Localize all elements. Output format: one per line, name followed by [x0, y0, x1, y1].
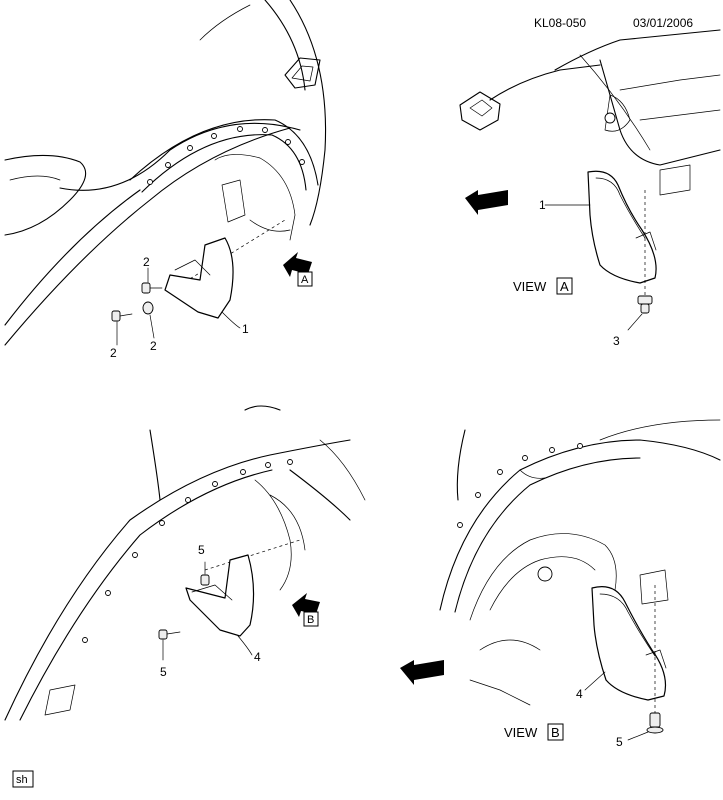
rear-flare-holes: [82, 459, 293, 643]
front-indicator-icon: FRT: [465, 190, 508, 215]
push-pin-3: [637, 295, 653, 314]
panel-view-b: FRT 4 5 VIEW B: [400, 419, 721, 749]
flare-holes: [147, 126, 305, 185]
mud-flap-view-a: [587, 170, 657, 284]
callout-2a: 2: [143, 255, 150, 269]
callout-4b: 4: [576, 687, 583, 701]
view-a-arrow-icon: A: [283, 252, 313, 287]
callout-4a: 4: [254, 650, 261, 664]
drawing-id: KL08-050: [534, 16, 586, 30]
callout-5c: 5: [616, 735, 623, 749]
view-a-arrow-letter: A: [301, 274, 309, 286]
view-b-letter: B: [551, 725, 560, 740]
view-b-label: VIEW: [504, 725, 538, 740]
callout-1b: 1: [539, 198, 546, 212]
panel-front-overview: 2 2 2 1 A: [4, 0, 327, 360]
mud-flap-view-b: [591, 586, 667, 701]
front-indicator-label: FRT: [479, 197, 498, 208]
drawing-date: 03/01/2006: [633, 16, 693, 30]
callout-2b: 2: [110, 346, 117, 360]
screw-fasteners-5: [158, 574, 210, 640]
callout-2c: 2: [150, 339, 157, 353]
callout-3: 3: [613, 334, 620, 348]
footer-tag-label: sh: [16, 774, 28, 786]
view-b-arrow-icon: B: [292, 593, 320, 627]
callout-1a: 1: [242, 322, 249, 336]
panel-rear-overview: 5 5 4 B: [4, 405, 366, 721]
view-a-letter: A: [560, 279, 569, 294]
screw-5-view-b: [646, 712, 664, 734]
mud-flap-front: [164, 237, 234, 319]
view-b-arrow-letter: B: [307, 614, 314, 626]
front-indicator-b-icon: FRT: [400, 660, 444, 685]
front-indicator-b-label: FRT: [415, 667, 434, 678]
callout-5a: 5: [198, 543, 205, 557]
view-a-label: VIEW: [513, 279, 547, 294]
view-b-flare-holes: [457, 443, 583, 528]
header: KL08-050 03/01/2006: [534, 16, 693, 30]
screw-fasteners-2: [111, 282, 163, 322]
mud-flap-rear: [185, 554, 255, 637]
panel-view-a: FRT 1 3 VIEW A: [459, 29, 721, 348]
callout-5b: 5: [160, 665, 167, 679]
footer-tag: sh: [12, 770, 34, 788]
